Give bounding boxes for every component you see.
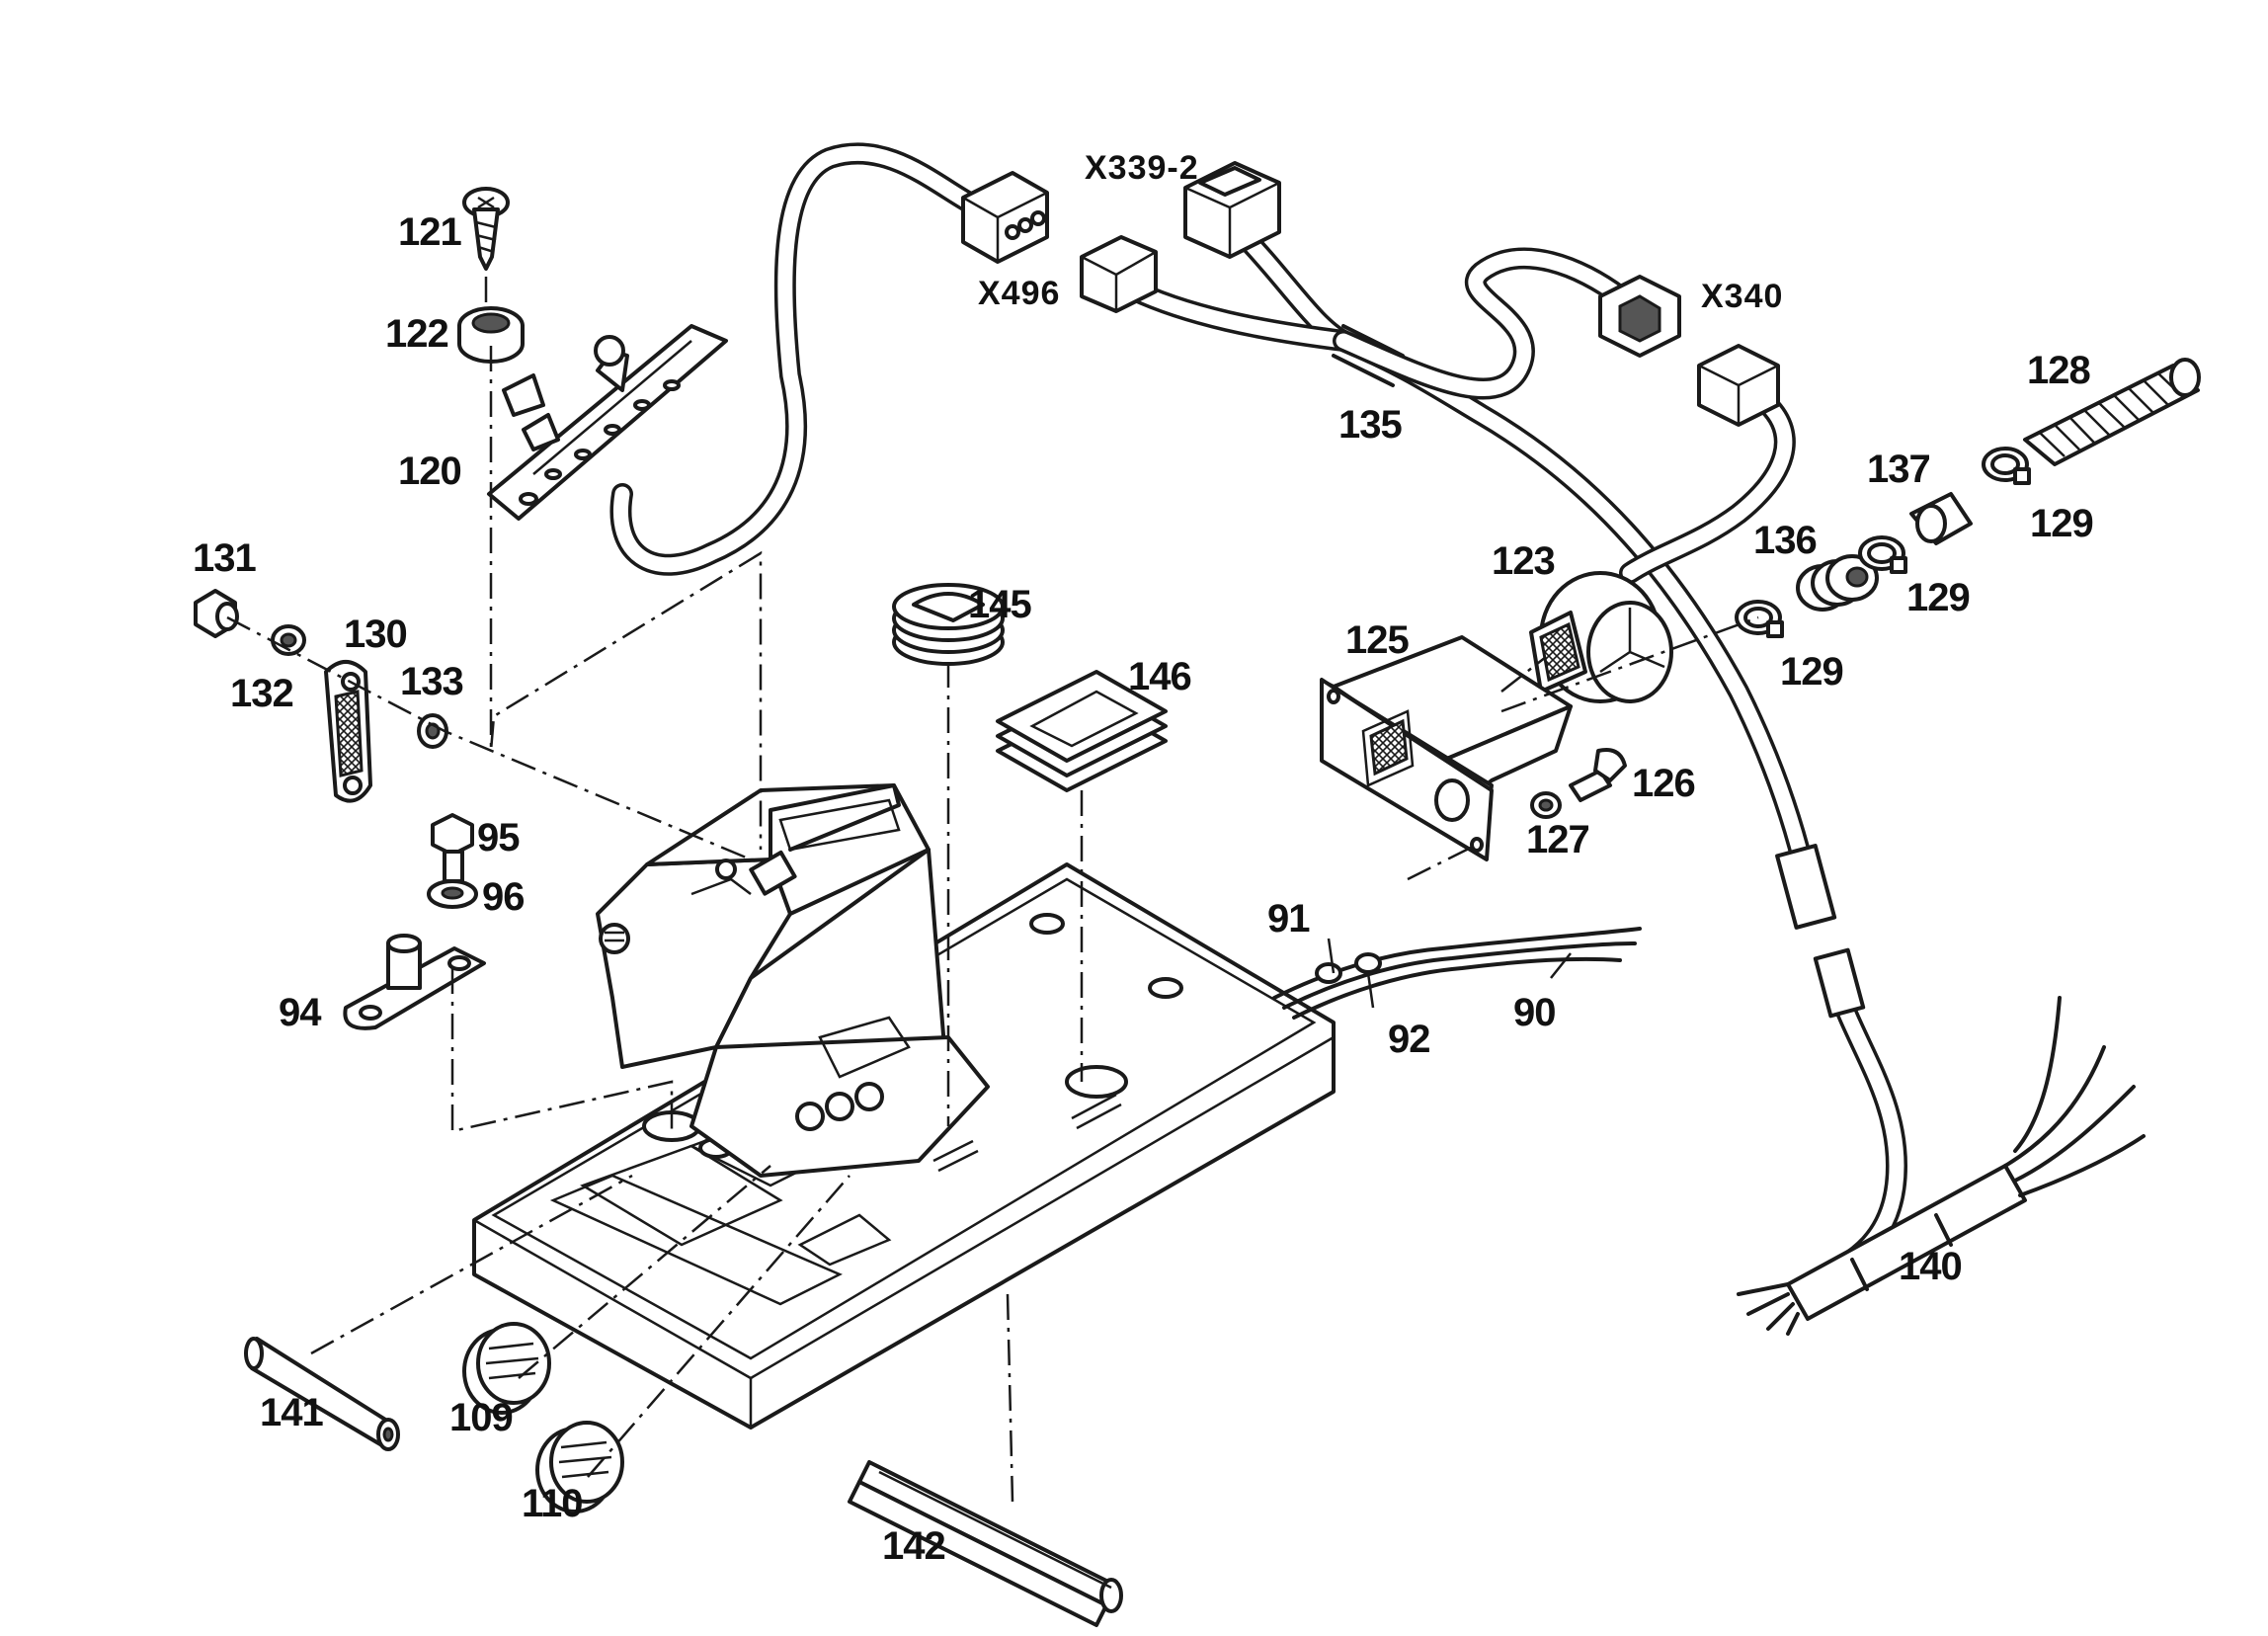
washer-132 bbox=[271, 624, 306, 656]
plug-110 bbox=[535, 1421, 624, 1513]
label-132: 132 bbox=[230, 672, 294, 715]
label-141: 141 bbox=[260, 1391, 324, 1434]
label-146: 146 bbox=[1128, 655, 1192, 698]
cable-140 bbox=[1737, 844, 2146, 1336]
screw-126 bbox=[1569, 748, 1627, 802]
label-127: 127 bbox=[1526, 818, 1590, 861]
sleeve-136 bbox=[1796, 554, 1879, 612]
label-90: 90 bbox=[1513, 991, 1556, 1034]
connector-x340 bbox=[1598, 275, 1681, 358]
label-129-top: 129 bbox=[2030, 502, 2094, 545]
screw-121 bbox=[462, 187, 510, 271]
label-129-low: 129 bbox=[1780, 650, 1844, 694]
label-133: 133 bbox=[400, 660, 464, 703]
label-121: 121 bbox=[398, 210, 462, 254]
label-125: 125 bbox=[1345, 618, 1410, 662]
label-94: 94 bbox=[279, 991, 321, 1034]
label-140: 140 bbox=[1899, 1245, 1963, 1288]
panel-120 bbox=[487, 324, 728, 521]
connector-lower bbox=[1697, 344, 1780, 427]
grommet-145 bbox=[892, 583, 1005, 666]
label-123: 123 bbox=[1492, 539, 1556, 583]
label-x340: X340 bbox=[1701, 278, 1784, 315]
label-136: 136 bbox=[1753, 519, 1818, 562]
label-135: 135 bbox=[1338, 403, 1403, 447]
label-96: 96 bbox=[482, 875, 525, 919]
clamp-129-top bbox=[1982, 447, 2031, 485]
wires-90-91-92 bbox=[1272, 927, 1642, 1020]
plug-109 bbox=[462, 1322, 551, 1415]
label-137: 137 bbox=[1867, 448, 1931, 491]
bolt-95 bbox=[431, 813, 474, 883]
label-145: 145 bbox=[968, 583, 1032, 626]
connector-x496 bbox=[1080, 235, 1158, 313]
connector-x339-2 bbox=[1183, 161, 1281, 259]
leader-lines bbox=[1327, 938, 1572, 1009]
label-x496: X496 bbox=[978, 275, 1061, 312]
nut-131 bbox=[194, 589, 239, 638]
connector-137 bbox=[1909, 492, 1973, 545]
label-x339-2: X339-2 bbox=[1085, 149, 1199, 187]
clamp-129-low bbox=[1735, 600, 1784, 638]
label-92: 92 bbox=[1388, 1018, 1430, 1061]
hose-128 bbox=[2023, 358, 2201, 466]
label-130: 130 bbox=[344, 613, 408, 656]
label-126: 126 bbox=[1632, 762, 1696, 805]
washer-127 bbox=[1530, 791, 1562, 819]
part-125 bbox=[1320, 635, 1573, 861]
label-120: 120 bbox=[398, 450, 462, 493]
plate-130 bbox=[324, 660, 372, 803]
rod-141 bbox=[244, 1337, 400, 1451]
label-128: 128 bbox=[2027, 349, 2091, 392]
cap-122 bbox=[457, 306, 525, 364]
label-95: 95 bbox=[477, 816, 520, 859]
strip-142 bbox=[848, 1460, 1123, 1627]
washer-96 bbox=[427, 879, 478, 909]
assembly-lines bbox=[226, 277, 1759, 1503]
label-131: 131 bbox=[193, 536, 257, 580]
part-123 bbox=[1529, 571, 1673, 703]
label-109: 109 bbox=[449, 1396, 514, 1439]
label-129-mid: 129 bbox=[1906, 576, 1971, 619]
label-142: 142 bbox=[882, 1524, 946, 1568]
connector-top bbox=[961, 171, 1049, 264]
label-91: 91 bbox=[1267, 897, 1310, 941]
grommet-146 bbox=[996, 670, 1168, 792]
label-110: 110 bbox=[522, 1482, 584, 1525]
bracket-94 bbox=[343, 934, 486, 1030]
label-122: 122 bbox=[385, 312, 449, 356]
clamp-129-mid bbox=[1858, 535, 1907, 574]
